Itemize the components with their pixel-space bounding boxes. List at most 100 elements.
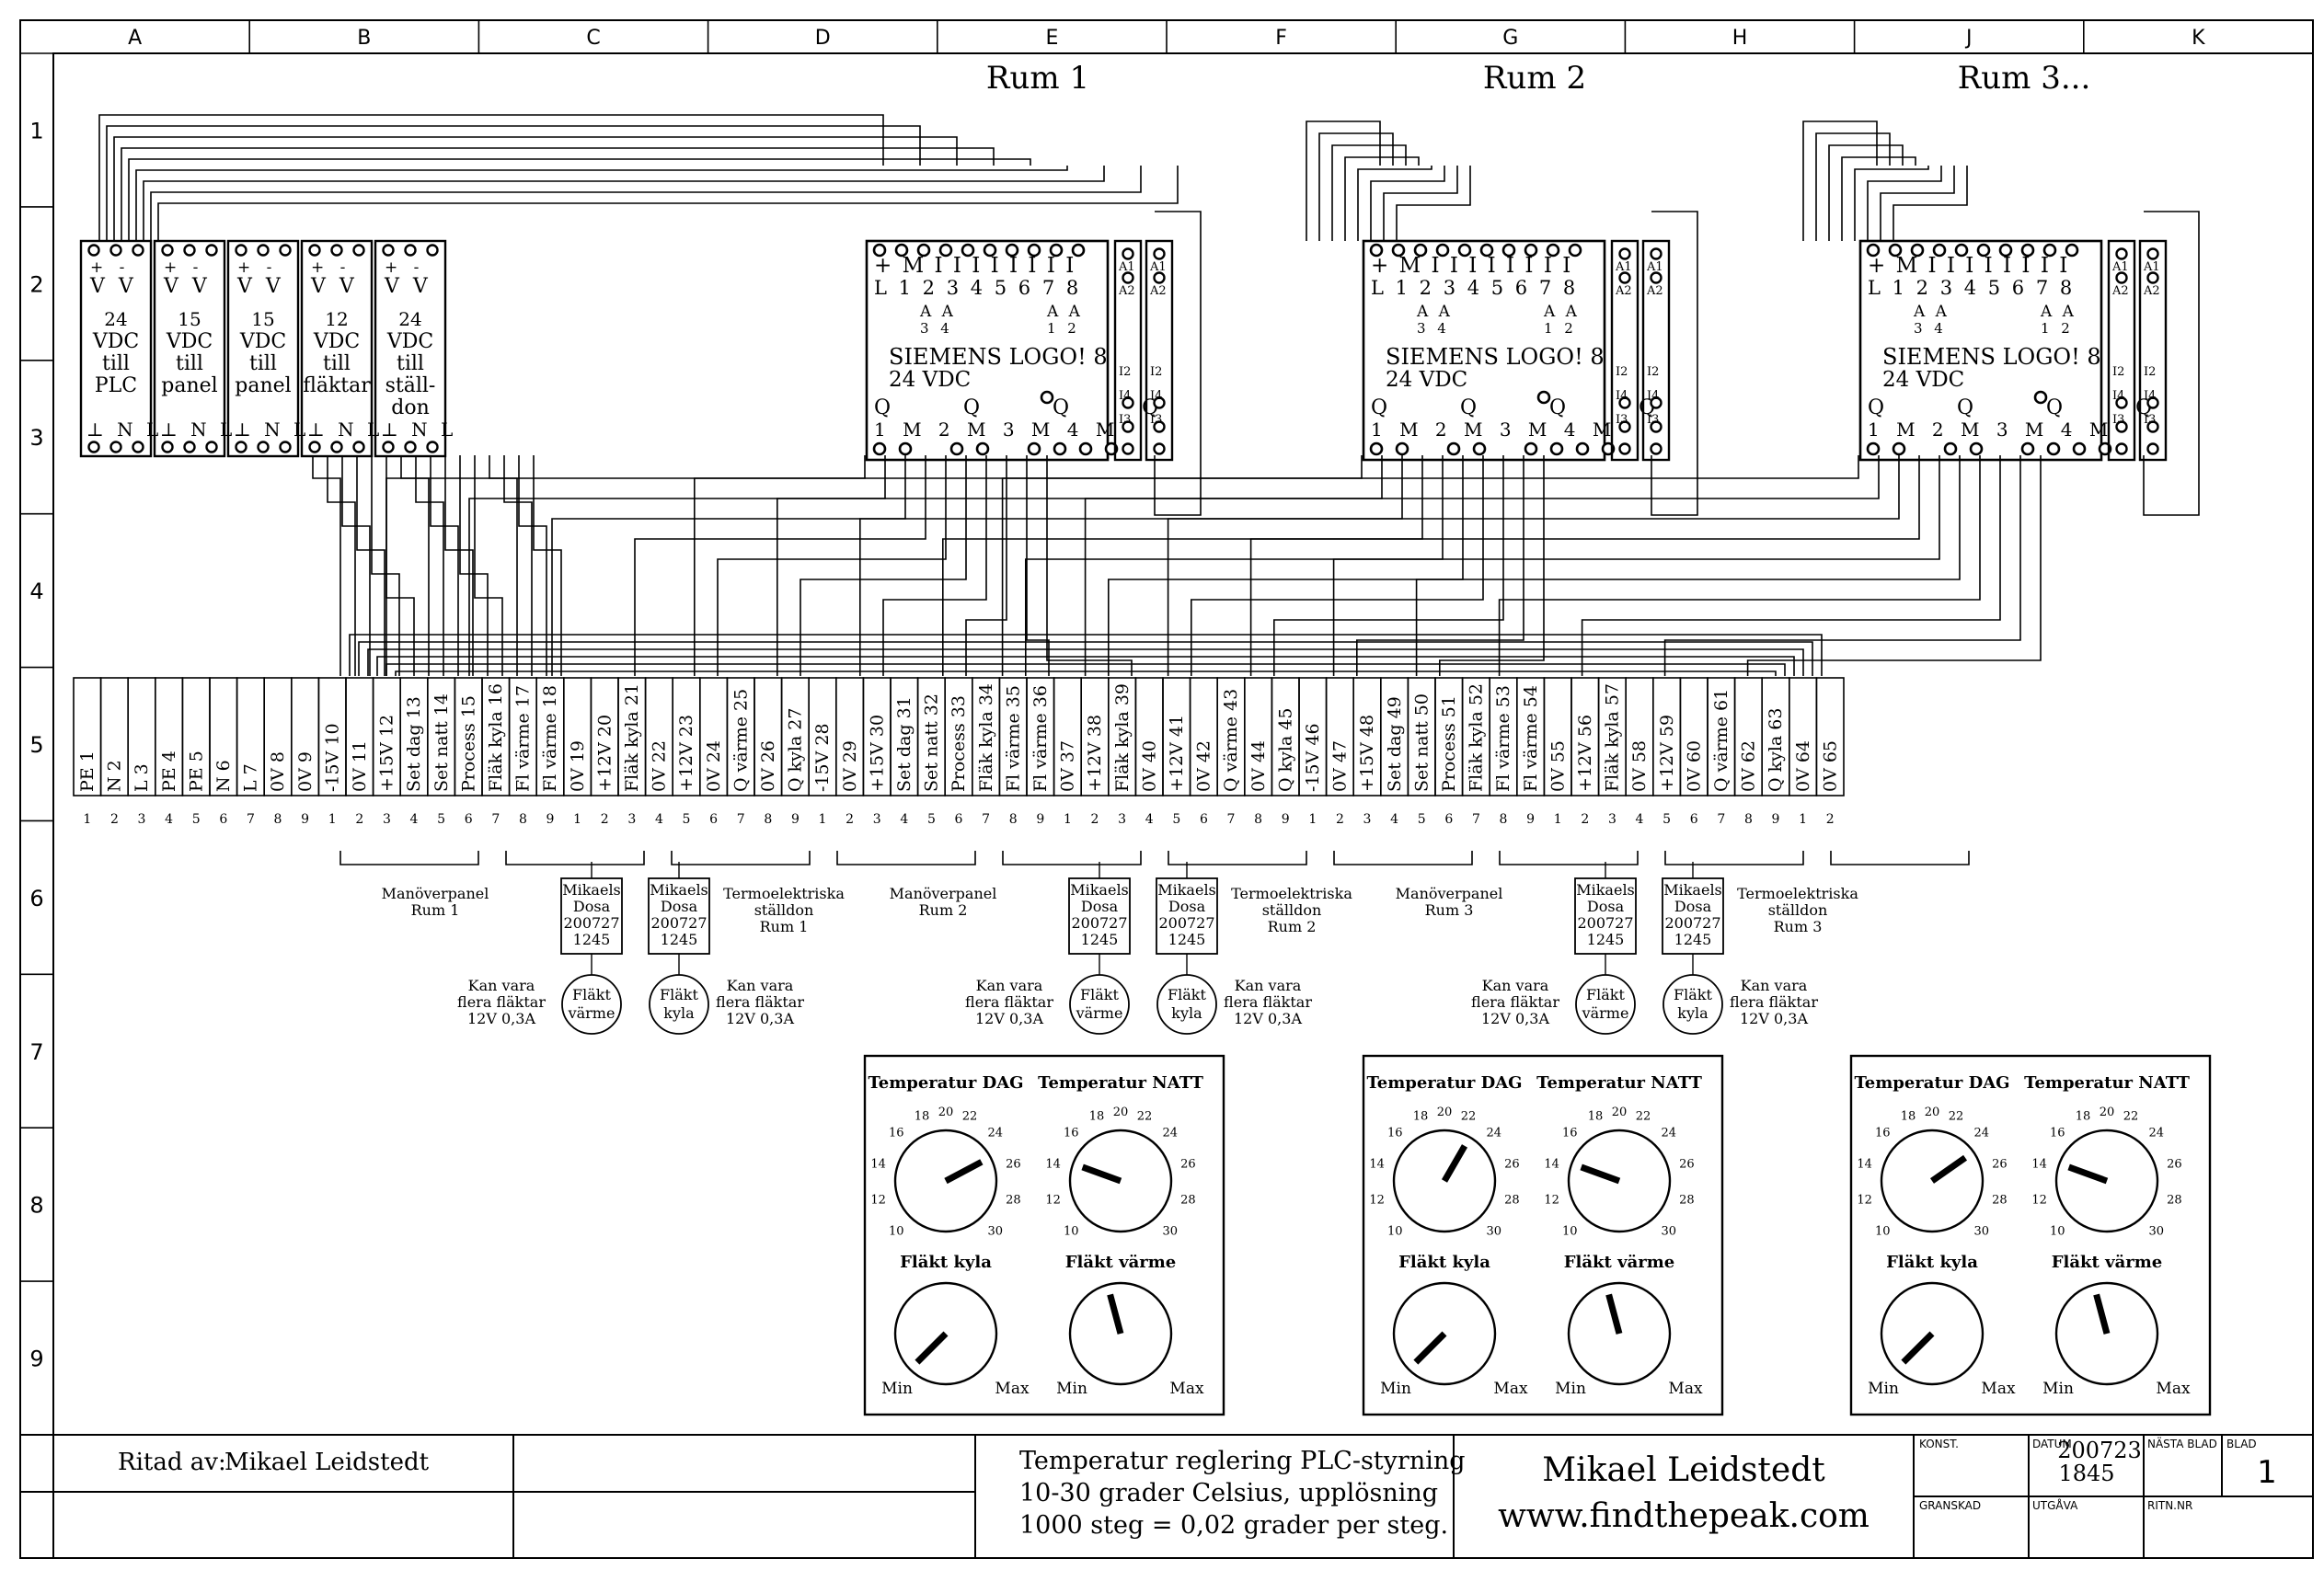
wire <box>671 851 811 865</box>
wire <box>1651 211 1698 516</box>
aux-module-box <box>1610 239 1639 462</box>
terminal-55: 0V 551 <box>1543 677 1572 827</box>
aux-label: A1 <box>1118 260 1135 274</box>
dial-min-label: Min <box>2042 1380 2074 1398</box>
terminal-dot-icon <box>330 441 343 453</box>
terminal-63: Q kyla 639 <box>1761 677 1790 827</box>
plc-model-name: SIEMENS LOGO! 8 <box>1882 344 2101 370</box>
terminal-label: N 2 <box>105 760 125 792</box>
wire <box>1880 166 1955 241</box>
terminal-pin-number: 5 <box>927 812 936 827</box>
wire <box>1499 851 1639 865</box>
dial-scale-label: 20 <box>938 1106 954 1119</box>
terminal-pin-number: 8 <box>519 812 527 827</box>
wire <box>505 851 645 865</box>
fan-note: 12V 0,3A <box>1234 1010 1302 1027</box>
terminal-label: Fl värme 35 <box>1003 685 1023 792</box>
terminal-pin-number: 7 <box>247 812 255 827</box>
supply-inputs: ⊥ N L <box>160 418 236 441</box>
dial-scale-label: 18 <box>1413 1110 1429 1124</box>
wire <box>1108 455 1464 676</box>
wire <box>385 455 415 676</box>
fan-label: värme <box>568 1004 616 1022</box>
column-label-E: E <box>1045 27 1058 50</box>
junction-box-label: Mikaels <box>1663 881 1722 899</box>
supply-target: PLC <box>95 374 137 397</box>
terminal-47: 0V 472 <box>1325 677 1354 827</box>
terminal-dot-icon <box>1998 243 2013 258</box>
dial-scale-label: 24 <box>987 1126 1003 1140</box>
terminal-49: Set dag 494 <box>1380 677 1409 827</box>
wire <box>1893 166 1968 241</box>
plc-input-pins: + M I I I I I I I I <box>874 254 1076 278</box>
wire <box>444 455 474 676</box>
terminal-pin-number: 6 <box>955 812 963 827</box>
wire <box>1356 455 1524 676</box>
terminal-dot-icon <box>2146 271 2159 284</box>
supply-vdc: VDC <box>313 330 360 353</box>
dial-scale-label: 20 <box>1437 1106 1453 1119</box>
plc-outputs: Q Q Q Q <box>1371 396 1688 419</box>
terminal-pin-number: 1 <box>1308 812 1317 827</box>
plc-input-pins: + M I I I I I I I I <box>1868 254 2069 278</box>
terminal-label: 0V 24 <box>704 740 724 792</box>
supply-target: panel <box>235 374 291 397</box>
terminal-dot-icon <box>2146 442 2159 455</box>
fan-note: flera fläktar <box>965 993 1053 1011</box>
terminal-pin-number: 7 <box>737 812 745 827</box>
inner-frame <box>52 52 2314 1559</box>
terminal-15: Process 156 <box>454 677 483 827</box>
dial-scale-label: 22 <box>1636 1110 1651 1124</box>
aux-label: I4 <box>1647 389 1659 403</box>
terminal-dot-icon <box>1027 243 1041 258</box>
dial-scale-label: 12 <box>870 1194 886 1208</box>
terminal-pin-number: 3 <box>1118 812 1126 827</box>
terminal-label: 0V 64 <box>1793 740 1813 792</box>
supply-inputs: ⊥ N L <box>234 418 309 441</box>
wire <box>400 455 430 676</box>
terminal-dot-icon <box>330 244 343 257</box>
wire <box>1841 156 1916 241</box>
terminal-dot-icon <box>1650 442 1662 455</box>
terminal-label: 0V 9 <box>295 751 316 792</box>
plc-input-pins: + M I I I I I I I I <box>1371 254 1572 278</box>
terminal-32: Set natt 325 <box>916 677 946 827</box>
fan-note: Kan vara <box>727 977 794 994</box>
terminal-dot-icon <box>279 441 292 453</box>
terminal-label: -15V 46 <box>1303 723 1323 792</box>
wire <box>468 455 886 676</box>
terminal-label: Fläk kyla 21 <box>622 683 642 792</box>
dial-pointer <box>1441 1144 1468 1183</box>
fan-note: flera fläktar <box>1730 993 1818 1011</box>
supply-polarity: + - <box>164 258 203 277</box>
terminal-pin-number: 8 <box>1009 812 1018 827</box>
wire <box>1357 166 1432 241</box>
plc-box <box>1858 239 2103 462</box>
terminal-label: 0V 58 <box>1629 740 1650 792</box>
column-label-B: B <box>357 27 371 50</box>
terminal-label: 0V 22 <box>650 740 670 792</box>
junction-box-label: 1245 <box>1587 931 1625 948</box>
dial-scale-label: 20 <box>1113 1106 1129 1119</box>
terminal-pin-number: 8 <box>1500 812 1508 827</box>
wire <box>1802 120 1878 241</box>
dial-scale-label: 26 <box>1504 1157 1520 1171</box>
room-title-2: Rum 2 <box>1483 60 1586 97</box>
terminal-label: Fläk kyla 52 <box>1467 683 1487 792</box>
konst-label: KONST. <box>1919 1438 1959 1450</box>
plc-unit-2: + M I I I I I I I IL 1 2 3 4 5 6 7 8A A3… <box>1362 239 1688 462</box>
junction-box-label: Dosa <box>573 898 611 915</box>
supply-vdc: VDC <box>239 330 286 353</box>
wire <box>385 663 1786 676</box>
dial-scale-label: 14 <box>1369 1157 1385 1171</box>
terminal-7: L 77 <box>236 677 266 827</box>
operator-panel-label: Manöverpanel <box>382 885 489 902</box>
fan-note: Kan vara <box>468 977 535 994</box>
wire <box>634 455 926 676</box>
terminal-pin-number: 3 <box>138 812 146 827</box>
dial-pointer <box>1605 1293 1623 1335</box>
